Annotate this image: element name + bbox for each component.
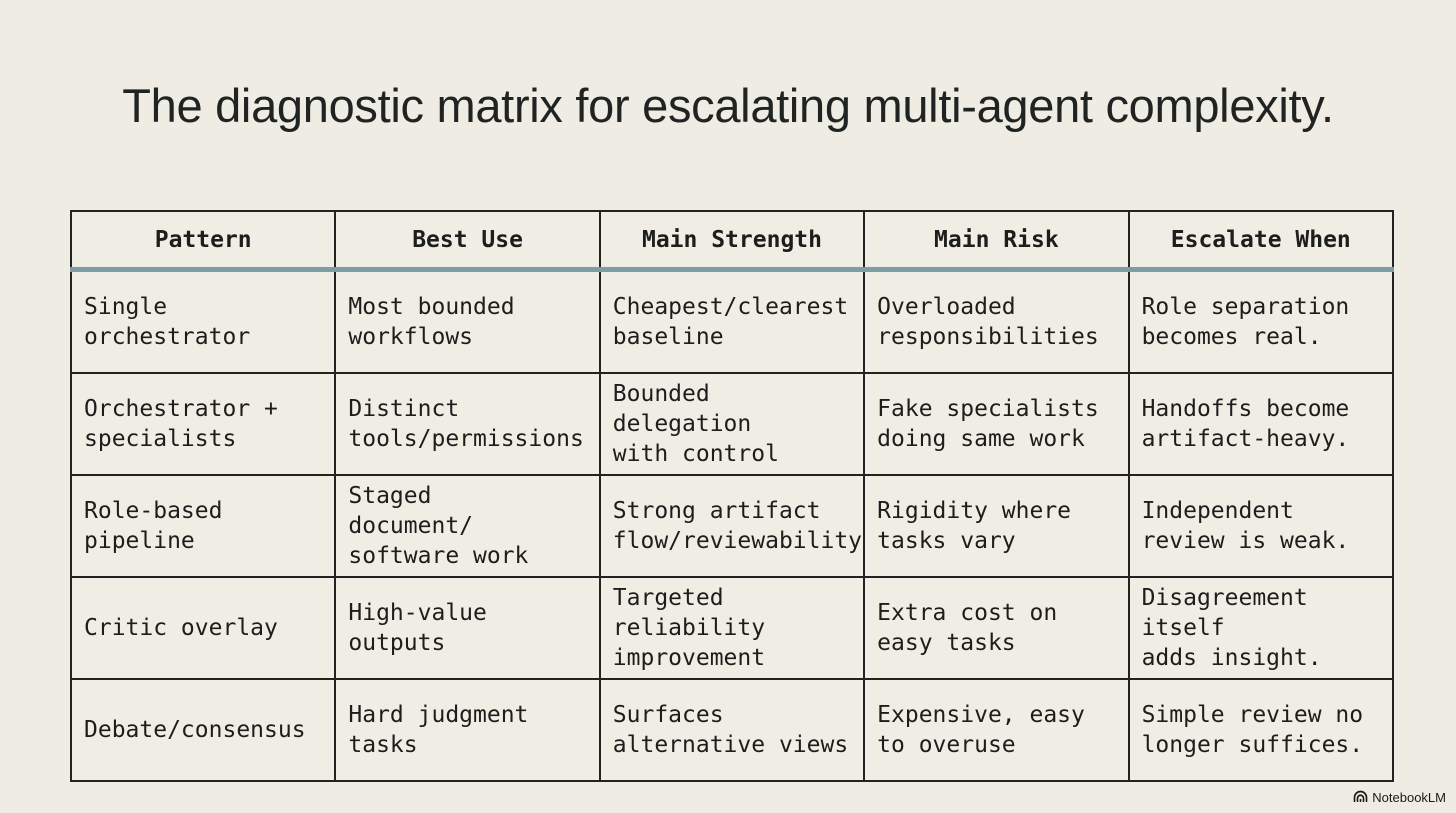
- slide-title: The diagnostic matrix for escalating mul…: [122, 79, 1334, 132]
- table-row: Role-based pipeline Staged document/ sof…: [69, 474, 1395, 578]
- cell-escalate-when: Handoffs become artifact-heavy.: [1127, 372, 1395, 476]
- header-pattern: Pattern: [69, 210, 337, 272]
- table-header-row: Pattern Best Use Main Strength Main Risk…: [69, 210, 1395, 272]
- header-main-risk: Main Risk: [863, 210, 1130, 272]
- cell-main-risk: Rigidity where tasks vary: [863, 474, 1130, 578]
- cell-escalate-when: Disagreement itself adds insight.: [1127, 576, 1395, 680]
- cell-escalate-when: Simple review no longer suffices.: [1127, 678, 1395, 782]
- cell-main-strength: Bounded delegation with control: [598, 372, 866, 476]
- cell-main-strength: Targeted reliability improvement: [598, 576, 866, 680]
- cell-pattern: Role-based pipeline: [69, 474, 337, 578]
- cell-pattern: Single orchestrator: [69, 268, 337, 374]
- cell-main-strength: Surfaces alternative views: [598, 678, 866, 782]
- cell-best-use: Most bounded workflows: [334, 268, 601, 374]
- cell-main-strength: Strong artifact flow/reviewability: [598, 474, 866, 578]
- cell-best-use: Distinct tools/permissions: [334, 372, 601, 476]
- table-row: Orchestrator + specialists Distinct tool…: [69, 372, 1395, 476]
- notebooklm-logo-icon: [1353, 790, 1368, 805]
- cell-main-risk: Expensive, easy to overuse: [863, 678, 1130, 782]
- brand-label: NotebookLM: [1372, 790, 1446, 805]
- table-row: Debate/consensus Hard judgment tasks Sur…: [69, 678, 1395, 782]
- header-main-strength: Main Strength: [598, 210, 866, 272]
- table-row: Single orchestrator Most bounded workflo…: [69, 268, 1395, 374]
- cell-escalate-when: Independent review is weak.: [1127, 474, 1395, 578]
- notebooklm-watermark: NotebookLM: [1353, 790, 1446, 805]
- cell-best-use: High-value outputs: [334, 576, 601, 680]
- cell-main-risk: Fake specialists doing same work: [863, 372, 1130, 476]
- cell-best-use: Staged document/ software work: [334, 474, 601, 578]
- cell-main-strength: Cheapest/clearest baseline: [598, 268, 866, 374]
- header-escalate-when: Escalate When: [1127, 210, 1395, 272]
- diagnostic-matrix-table: Pattern Best Use Main Strength Main Risk…: [69, 210, 1395, 782]
- cell-pattern: Debate/consensus: [69, 678, 337, 782]
- cell-main-risk: Overloaded responsibilities: [863, 268, 1130, 374]
- cell-pattern: Orchestrator + specialists: [69, 372, 337, 476]
- header-best-use: Best Use: [334, 210, 601, 272]
- cell-escalate-when: Role separation becomes real.: [1127, 268, 1395, 374]
- cell-main-risk: Extra cost on easy tasks: [863, 576, 1130, 680]
- table-row: Critic overlay High-value outputs Target…: [69, 576, 1395, 680]
- cell-pattern: Critic overlay: [69, 576, 337, 680]
- cell-best-use: Hard judgment tasks: [334, 678, 601, 782]
